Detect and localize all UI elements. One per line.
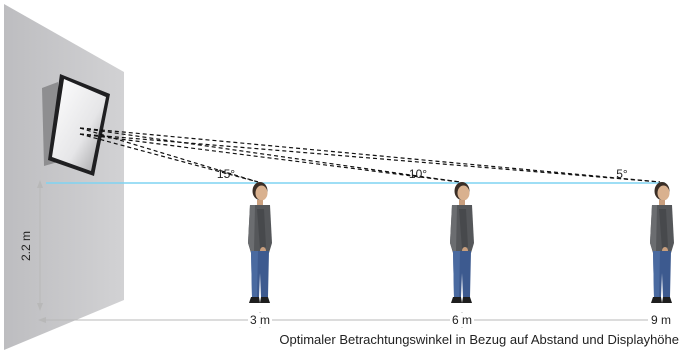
person-3m [248, 182, 272, 303]
distance-label-3m: 3 m [250, 313, 270, 327]
distance-label-9m: 9 m [651, 313, 671, 327]
distance-dimension [38, 312, 667, 328]
height-dimension [37, 180, 43, 311]
angle-label-10: 10° [409, 167, 427, 181]
caption: Optimaler Betrachtungswinkel in Bezug au… [279, 332, 679, 347]
angle-label-5: 5° [616, 167, 628, 181]
wall [4, 4, 124, 350]
sight-lines [79, 127, 661, 183]
wall-display [42, 74, 110, 176]
height-label: 2.2 m [19, 231, 33, 261]
person-6m [450, 182, 474, 303]
angle-label-15: 15° [217, 167, 235, 181]
person-9m [650, 182, 674, 303]
distance-label-6m: 6 m [452, 313, 472, 327]
